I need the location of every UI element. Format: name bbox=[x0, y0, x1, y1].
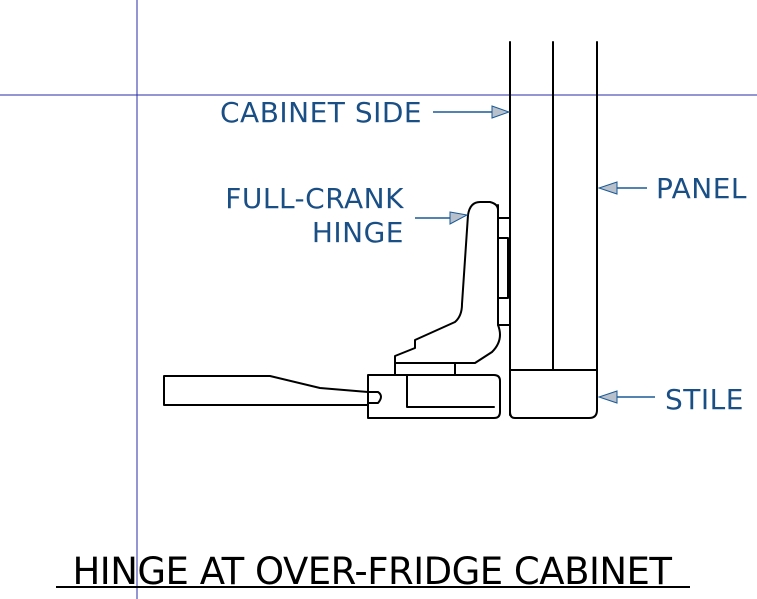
drawing-title: HINGE AT OVER-FRIDGE CABINET bbox=[72, 550, 672, 593]
stile-outline bbox=[509, 369, 598, 419]
hinge-label-line1: FULL-CRANK bbox=[225, 182, 404, 215]
hinge-mounting-arm bbox=[163, 375, 382, 406]
cabinet-side-outline bbox=[509, 41, 554, 416]
hinge-label-line2: HINGE bbox=[312, 216, 404, 249]
stile-leader bbox=[597, 390, 655, 404]
hinge-mounting-plate bbox=[497, 217, 511, 326]
panel-leader bbox=[597, 181, 647, 195]
panel-label: PANEL bbox=[656, 172, 747, 205]
hinge-leader bbox=[415, 211, 469, 225]
stile-label: STILE bbox=[665, 383, 744, 416]
hinge-base-block bbox=[367, 362, 501, 419]
hinge-arm-outline bbox=[394, 201, 501, 364]
cabinet-side-leader bbox=[433, 105, 511, 119]
cabinet-side-label: CABINET SIDE bbox=[220, 96, 422, 129]
